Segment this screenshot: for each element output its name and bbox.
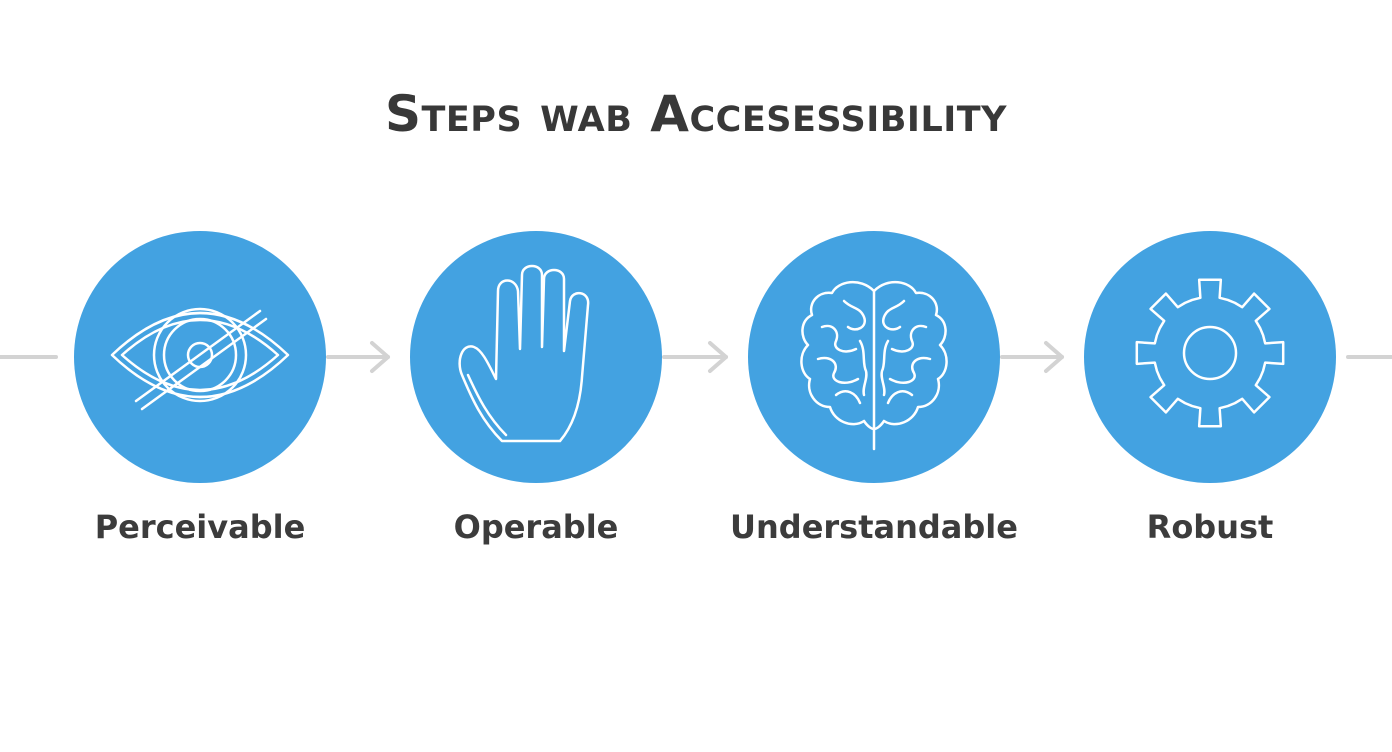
step-label-understandable: Understandable [730,508,1018,546]
step-understandable-circle [748,231,1000,483]
step-operable-circle [410,231,662,483]
step-label-operable: Operable [453,508,619,546]
eye-icon [110,307,290,411]
diagram-title: Steps wab Accesessibility [385,85,1007,143]
gear-icon [1135,278,1285,428]
step-robust-circle [1084,231,1336,483]
step-label-robust: Robust [1146,508,1274,546]
hand-icon [458,264,590,443]
brain-icon [800,281,948,451]
step-label-perceivable: Perceivable [94,508,306,546]
step-perceivable-circle [74,231,326,483]
